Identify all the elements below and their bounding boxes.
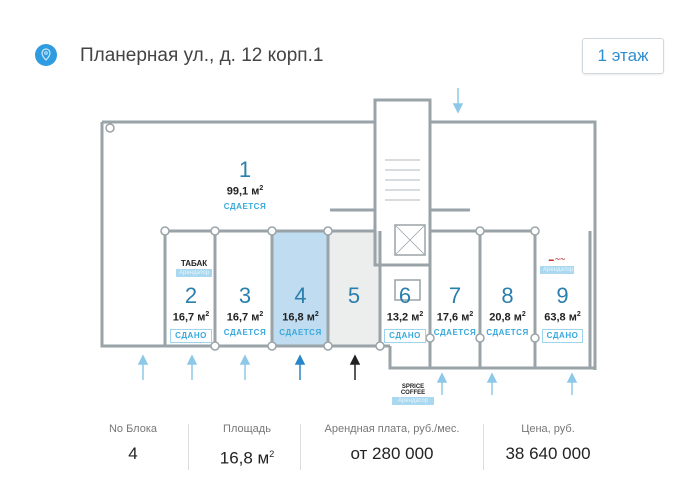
entrance-arrow-icon xyxy=(452,88,464,114)
unit-area: 16,8 м xyxy=(282,311,315,324)
unit-number: 6 xyxy=(398,283,412,308)
unit-number: 9 xyxy=(556,283,569,308)
unit-number: 8 xyxy=(501,283,514,308)
floor-plan xyxy=(100,88,597,395)
unit-area: 16,7 м xyxy=(172,311,206,324)
divider xyxy=(300,424,301,470)
unit-5-fill[interactable] xyxy=(328,231,380,346)
unit-8[interactable]: 8 20,8 м2 СДАЕТСЯ xyxy=(480,284,535,339)
unit-6[interactable]: 6 13,2 м2 СДАНО xyxy=(380,284,430,343)
unit-status: СДАЕТСЯ xyxy=(223,201,267,211)
unit-9[interactable]: 9 63,8 м2 СДАНО xyxy=(535,284,590,343)
unit-area: 13,2 м xyxy=(386,311,420,324)
divider xyxy=(188,424,189,470)
unit-number: 1 xyxy=(238,157,252,182)
unit-status: СДАНО xyxy=(170,328,212,343)
unit-number: 7 xyxy=(448,283,462,308)
unit-status: СДАЕТСЯ xyxy=(433,327,477,337)
map-pin-icon xyxy=(35,44,57,66)
unit-area: 99,1 м xyxy=(226,185,260,198)
unit-status: СДАЕТСЯ xyxy=(486,327,529,337)
address-title: Планерная ул., д. 12 корп.1 xyxy=(80,45,324,66)
entrance-arrow-icon xyxy=(186,354,198,380)
unit-1[interactable]: 1 99,1 м2 СДАЕТСЯ xyxy=(205,158,285,213)
unit-number: 2 xyxy=(184,283,198,308)
unit-number: 4 xyxy=(294,283,307,308)
divider xyxy=(483,424,484,470)
entrance-arrow-icon xyxy=(239,354,251,380)
info-price: Цена, руб.38 640 000 xyxy=(505,423,591,463)
entrance-arrow-icon xyxy=(436,372,448,395)
tenant-label-unit-9: ▬ ～～Арендатор xyxy=(540,255,574,274)
unit-3[interactable]: 3 16,7 м2 СДАЕТСЯ xyxy=(218,284,272,339)
unit-area: 17,6 м xyxy=(436,311,470,324)
unit-area: 63,8 м xyxy=(544,311,577,324)
unit-number: 3 xyxy=(238,283,252,308)
entrance-arrow-main-icon xyxy=(349,354,361,380)
unit-status: СДАНО xyxy=(541,328,584,343)
unit-area: 16,7 м xyxy=(226,311,260,324)
unit-status: СДАНО xyxy=(384,328,426,343)
unit-number: 5 xyxy=(347,283,361,308)
unit-4[interactable]: 4 16,8 м2 СДАЕТСЯ xyxy=(273,284,328,339)
unit-status: СДАЕТСЯ xyxy=(223,327,267,337)
unit-status: СДАЕТСЯ xyxy=(279,327,322,337)
entrance-arrow-icon xyxy=(486,372,498,395)
entrance-arrow-icon xyxy=(566,372,578,395)
unit-7[interactable]: 7 17,6 м2 СДАЕТСЯ xyxy=(430,284,480,339)
floor-selector-button[interactable]: 1 этаж xyxy=(582,38,664,74)
unit-5[interactable]: 5 xyxy=(328,284,380,308)
entrance-arrow-selected-icon xyxy=(294,354,306,380)
info-rent: Арендная плата, руб./мес.от 280 000 xyxy=(324,423,460,463)
entrance-arrow-icon xyxy=(137,354,149,380)
unit-area: 20,8 м xyxy=(489,311,522,324)
unit-2[interactable]: 2 16,7 м2 СДАНО xyxy=(166,284,216,343)
